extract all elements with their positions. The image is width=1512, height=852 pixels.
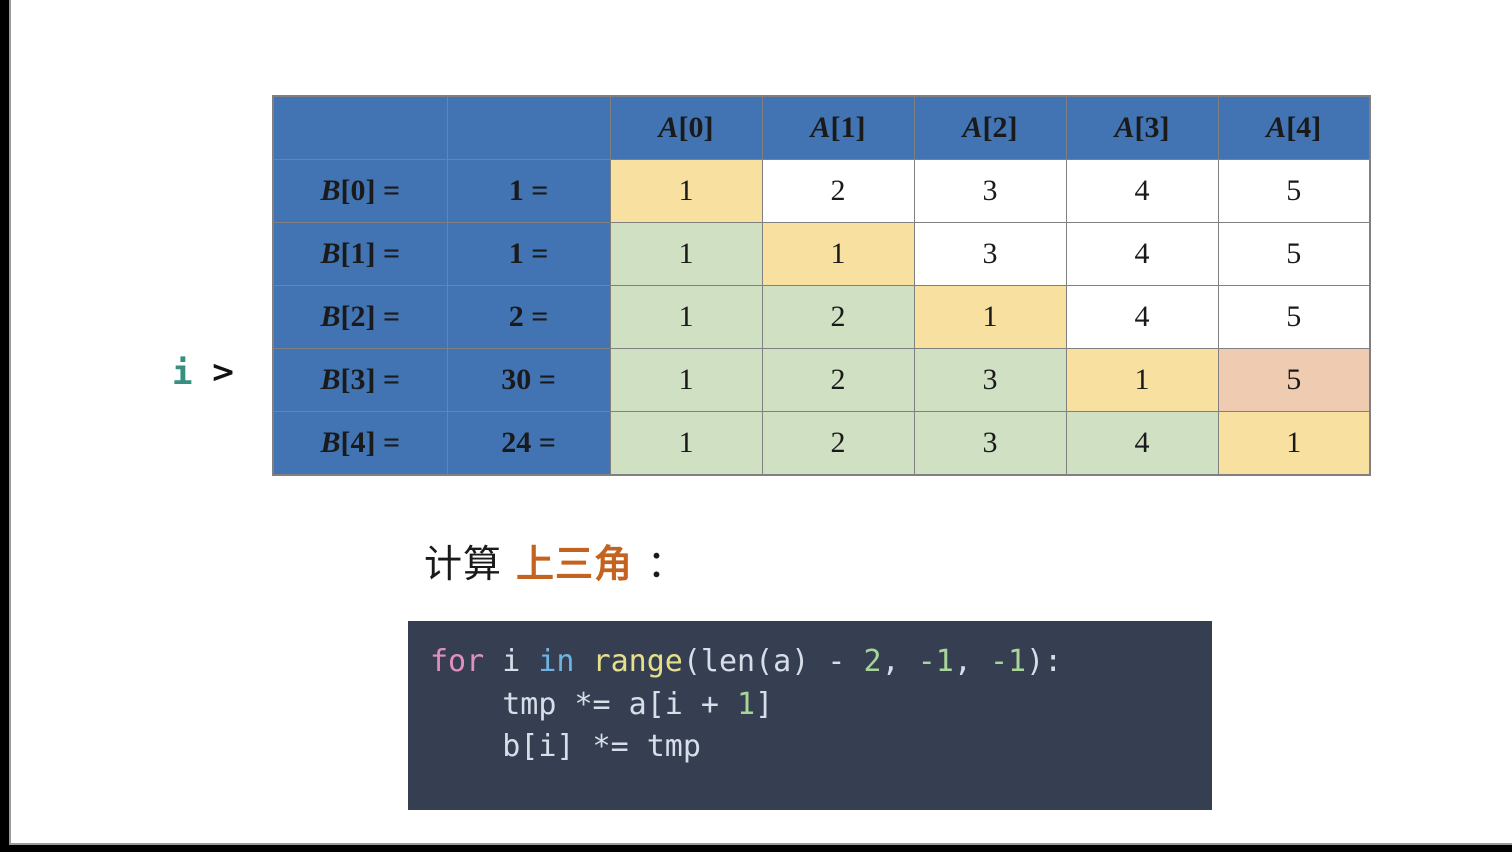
section-caption: 计算上三角 ： [424, 533, 686, 588]
column-header-4: A[4] [1217, 95, 1371, 160]
cell-r1-c2: 3 [913, 222, 1067, 286]
row-label-3: B[3] = [272, 348, 448, 412]
code-token: 2 [863, 644, 882, 679]
code-token: -1 [917, 644, 954, 679]
cell-r3-c4: 5 [1217, 348, 1371, 412]
code-token: for [430, 644, 485, 679]
cell-r0-c3: 4 [1065, 159, 1219, 223]
cell-r0-c1: 2 [761, 159, 915, 223]
slide-frame-line-left [9, 0, 11, 845]
code-line-2: b[i] *= tmp [408, 726, 1212, 769]
cell-r1-c4: 5 [1217, 222, 1371, 286]
cell-r2-c3: 4 [1065, 285, 1219, 349]
cell-r2-c0: 1 [609, 285, 763, 349]
cell-r2-c1: 2 [761, 285, 915, 349]
code-line-1: tmp *= a[i + 1] [408, 684, 1212, 727]
code-token: ): [1026, 644, 1063, 679]
row-value-2: 2 = [446, 285, 611, 349]
pointer-arrow-icon: > [210, 355, 236, 390]
loop-variable-label: i [172, 353, 193, 393]
row-label-4: B[4] = [272, 411, 448, 476]
cell-r0-c4: 5 [1217, 159, 1371, 223]
code-token: 1 [737, 686, 756, 722]
cell-r3-c1: 2 [761, 348, 915, 412]
column-header-2: A[2] [913, 95, 1067, 160]
cell-r0-c2: 3 [913, 159, 1067, 223]
row-value-3: 30 = [446, 348, 611, 412]
table-header-row: A[0]A[1]A[2]A[3]A[4] [272, 95, 1371, 160]
cell-r4-c2: 3 [913, 411, 1067, 476]
code-line-0: for i in range(len(a) - 2, -1, -1): [408, 641, 1212, 684]
row-value-4: 24 = [446, 411, 611, 476]
cell-r2-c4: 5 [1217, 285, 1371, 349]
cell-r1-c1: 1 [761, 222, 915, 286]
code-token: tmp *= a[i + [430, 686, 738, 722]
cell-r3-c0: 1 [609, 348, 763, 412]
code-token: b[i] *= tmp [430, 729, 701, 765]
caption-prefix: 计算 [424, 542, 503, 586]
row-value-0: 1 = [446, 159, 611, 223]
cell-r4-c4: 1 [1217, 411, 1371, 476]
code-token: in [538, 644, 575, 679]
code-token: (len(a) - [682, 644, 864, 679]
slide-bottom-edge [0, 845, 1512, 852]
code-token: , [881, 644, 918, 679]
column-header-0: A[0] [609, 95, 763, 160]
code-token: , [953, 644, 990, 679]
column-header-1: A[1] [761, 95, 915, 160]
cell-r3-c2: 3 [913, 348, 1067, 412]
slide-left-edge [0, 0, 9, 852]
cell-r1-c0: 1 [609, 222, 763, 286]
code-token: range [592, 644, 683, 679]
cell-r2-c2: 1 [913, 285, 1067, 349]
row-pointer-marker: i > [172, 352, 236, 394]
caption-suffix: ： [647, 542, 687, 586]
cell-r1-c3: 4 [1065, 222, 1219, 286]
cell-r4-c0: 1 [609, 411, 763, 476]
header-corner-value-cell [446, 95, 611, 160]
header-corner-label-cell [272, 95, 448, 160]
code-block: for i in range(len(a) - 2, -1, -1): tmp … [408, 621, 1212, 810]
code-token [575, 644, 593, 679]
cell-r0-c0: 1 [609, 159, 763, 223]
column-header-3: A[3] [1065, 95, 1219, 160]
row-value-1: 1 = [446, 222, 611, 286]
cell-r4-c3: 4 [1065, 411, 1219, 476]
cell-r4-c1: 2 [761, 411, 915, 476]
row-label-2: B[2] = [272, 285, 448, 349]
caption-accent: 上三角 [516, 542, 634, 586]
row-label-1: B[1] = [272, 222, 448, 286]
code-token: -1 [989, 644, 1027, 679]
code-token: ] [755, 686, 774, 722]
code-token: i [484, 644, 539, 679]
row-label-0: B[0] = [272, 159, 448, 223]
cell-r3-c3: 1 [1065, 348, 1219, 412]
slide-frame-line-bottom [9, 843, 1512, 845]
